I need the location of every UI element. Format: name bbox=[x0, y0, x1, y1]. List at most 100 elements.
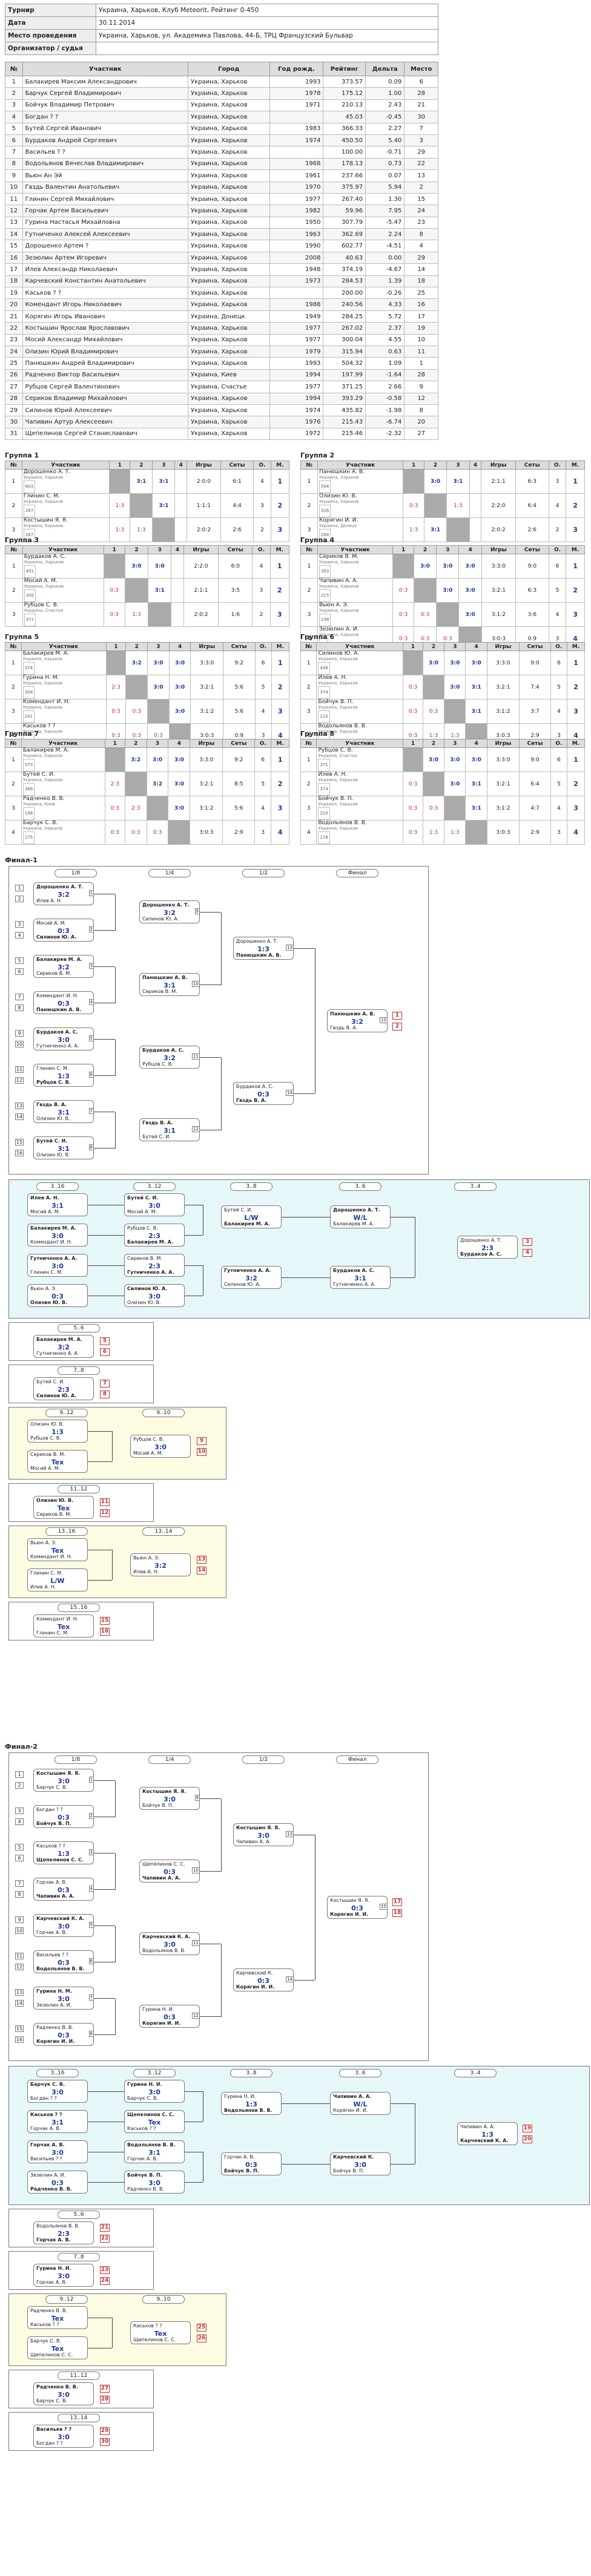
group-score-cell: 3:0 bbox=[458, 554, 482, 578]
seed-badge: 1 bbox=[15, 1771, 24, 1778]
group-player-city: Украина, Харьков bbox=[24, 584, 64, 589]
match-score: 3:0 bbox=[154, 1443, 167, 1451]
group-num: 1 bbox=[300, 469, 318, 494]
match-score: 3:2 bbox=[58, 1343, 70, 1351]
group-score-cell: 0:3 bbox=[403, 820, 423, 845]
player-cell: 284.53 bbox=[323, 275, 366, 288]
match-player-2: Богдан ? ? bbox=[36, 2440, 63, 2446]
player-cell: Барчук Сергей Владимирович bbox=[22, 87, 189, 100]
match-number: 8 bbox=[88, 2031, 93, 2037]
bracket-line bbox=[115, 1926, 116, 1962]
seed-badge: 7 bbox=[15, 1880, 24, 1887]
group-player-city: Украина, Харьков bbox=[318, 826, 358, 831]
match-score: 1:3 bbox=[257, 945, 269, 953]
group-score-cell: 3:1 bbox=[130, 469, 153, 494]
match-score: 1:3 bbox=[245, 2100, 257, 2108]
match-number: 1 bbox=[88, 890, 93, 896]
match-player-2: Водольянов В. В. bbox=[142, 1948, 186, 1953]
match-score: 3:1 bbox=[148, 2149, 160, 2157]
group-sets: 6:1 bbox=[220, 469, 254, 494]
group-sets: 9:0 bbox=[519, 747, 551, 772]
bracket-line bbox=[294, 1093, 315, 1094]
group-points: 4 bbox=[253, 469, 271, 494]
seed-badge: 9 bbox=[15, 1030, 24, 1037]
group-player-city: Украина, Донецк bbox=[319, 523, 357, 528]
player-cell: Украина, Харьков bbox=[188, 111, 270, 123]
